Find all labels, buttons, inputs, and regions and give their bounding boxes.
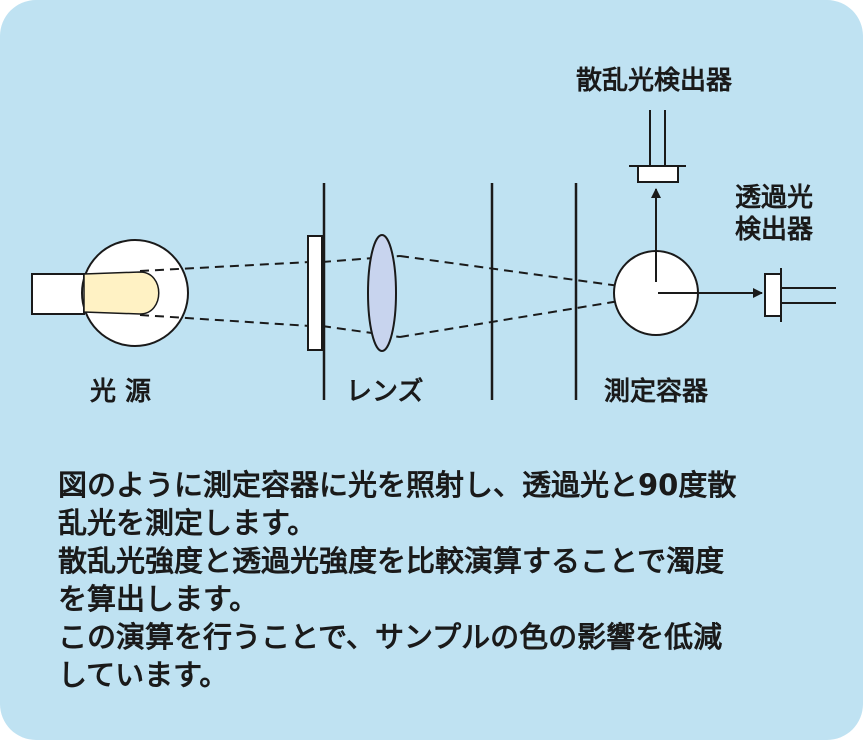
description-line-5: この演算を行うことで、サンプルの色の影響を低減 bbox=[58, 620, 723, 654]
label-transmitted-detector-line1: 透過光 bbox=[735, 183, 814, 213]
filter-plate bbox=[307, 235, 323, 351]
description-line-1: 図のように測定容器に光を照射し、透過光と90度散 bbox=[58, 468, 737, 502]
scatter-detector bbox=[629, 110, 686, 183]
light-beam bbox=[139, 255, 657, 338]
beam-lower-1 bbox=[139, 314, 311, 327]
label-light-source: 光 源 bbox=[90, 377, 152, 407]
bulb-filament-glow bbox=[83, 271, 160, 315]
beam-lower-3 bbox=[399, 294, 657, 338]
beam-upper-1 bbox=[139, 261, 311, 272]
description-line-4: を算出します。 bbox=[58, 582, 259, 616]
label-transmitted-detector-line2: 検出器 bbox=[735, 215, 814, 245]
light-source-bulb bbox=[31, 239, 189, 347]
transmitted-detector-body bbox=[764, 273, 782, 317]
description-line-3: 散乱光強度と透過光強度を比較演算することで濁度 bbox=[58, 544, 725, 578]
label-container: 測定容器 bbox=[604, 377, 709, 407]
description-text: 図のように測定容器に光を照射し、透過光と90度散 乱光を測定します。 散乱光強度… bbox=[58, 466, 838, 694]
scatter-detector-body bbox=[637, 165, 679, 183]
label-lens: レンズ bbox=[346, 377, 424, 407]
description-line-2: 乱光を測定します。 bbox=[58, 506, 317, 540]
transmitted-detector bbox=[764, 268, 836, 322]
description-line-6: しています。 bbox=[58, 658, 229, 692]
bulb-base bbox=[31, 273, 85, 315]
beam-upper-3 bbox=[399, 255, 657, 292]
label-scatter-detector: 散乱光検出器 bbox=[576, 66, 733, 96]
lens-shape bbox=[367, 234, 397, 352]
